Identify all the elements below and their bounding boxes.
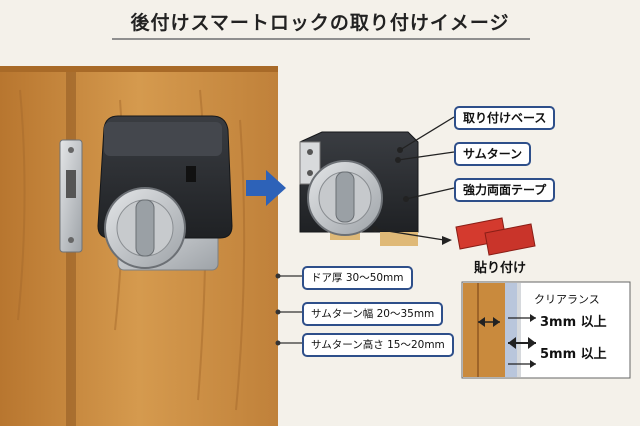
right-arrow [246, 170, 286, 206]
tape-apply-label: 貼り付け [474, 261, 527, 276]
callout-mounting-base: 取り付けベース [454, 106, 556, 130]
title-underline [112, 38, 530, 40]
thumbturn-part [307, 160, 383, 236]
clearance-inset [461, 281, 631, 379]
leader-lines [374, 116, 455, 241]
spec-thumbturn-width: サムターン幅 20～35mm [302, 302, 444, 326]
clearance-title: クリアランス [534, 293, 600, 306]
clearance-value-5mm: 5mm 以上 [540, 347, 607, 362]
spec-thumbturn-height: サムターン高さ 15～20mm [302, 333, 454, 357]
double-sided-tape-pieces [455, 217, 536, 256]
page-title: 後付けスマートロックの取り付けイメージ [130, 12, 510, 34]
callout-thumbturn: サムターン [454, 142, 532, 166]
callout-double-sided-tape: 強力両面テープ [454, 178, 556, 202]
installed-smart-lock [97, 115, 233, 271]
spec-leaders [278, 275, 302, 344]
latch-plate [59, 139, 83, 253]
spec-door-thickness: ドア厚 30～50mm [302, 266, 413, 290]
clearance-value-3mm: 3mm 以上 [540, 315, 607, 330]
